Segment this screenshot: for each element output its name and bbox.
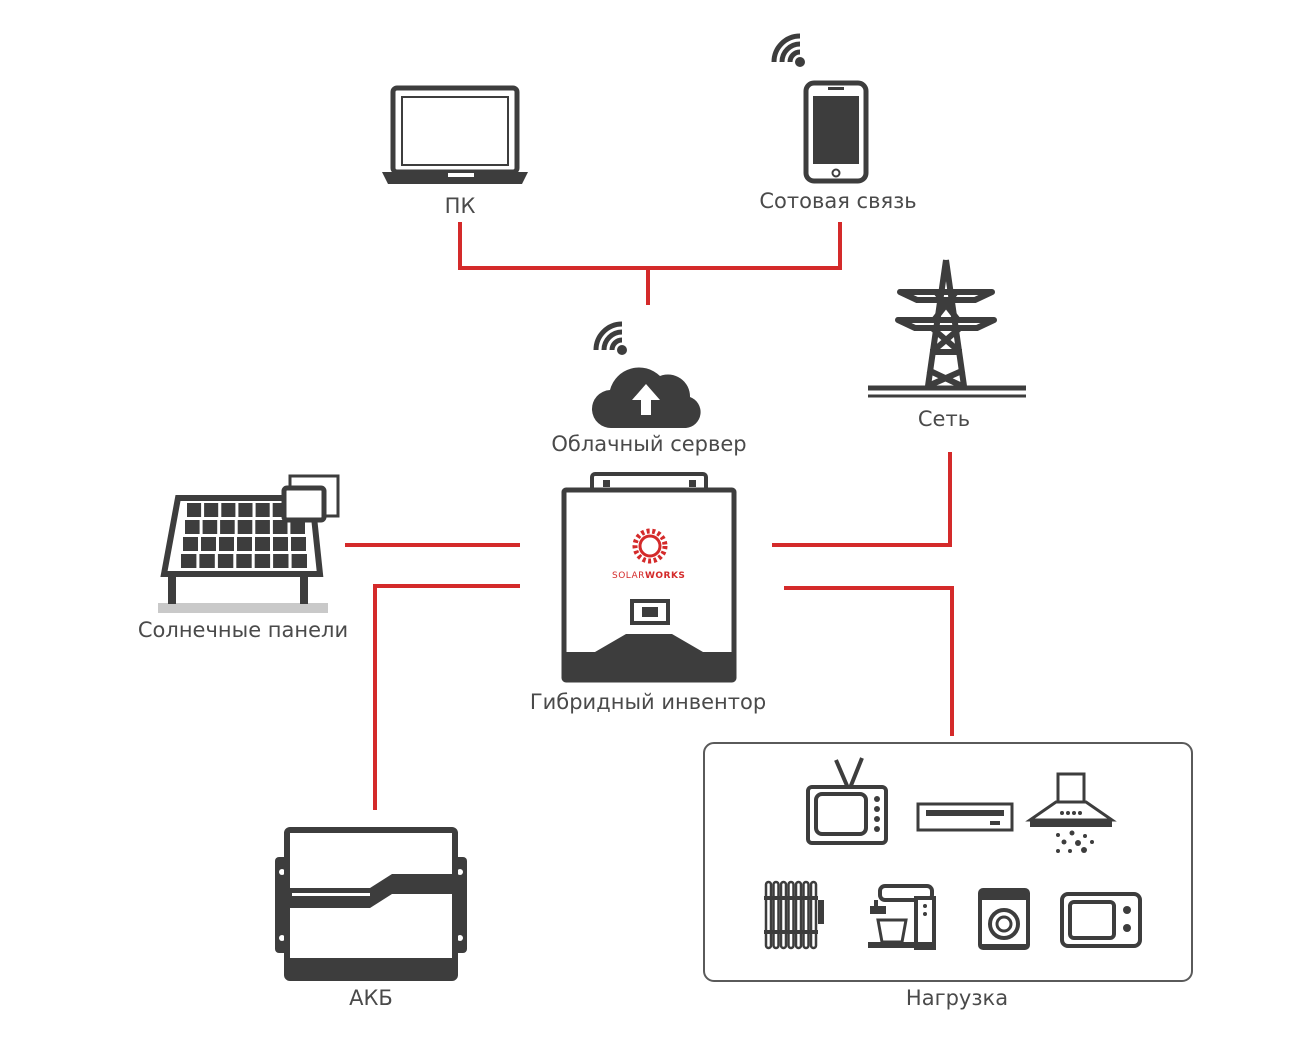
solar-cell	[272, 520, 288, 534]
grid-link	[772, 452, 952, 547]
microwave-icon	[1060, 892, 1142, 948]
load-link	[784, 586, 954, 736]
oil-heater-icon	[764, 880, 824, 950]
solar-cell	[199, 554, 215, 568]
solar-cell	[255, 503, 270, 517]
heater-fin	[802, 880, 810, 950]
solar-cell	[221, 503, 236, 517]
logo-text-solar: SOLAR	[612, 571, 645, 581]
solar-cell	[217, 554, 234, 568]
solar-cell	[181, 554, 197, 568]
load-label: Нагрузка	[905, 986, 1009, 1010]
solar-cell	[202, 520, 218, 534]
heater-fin	[764, 880, 773, 950]
battery-link	[373, 584, 520, 810]
solar-cell	[201, 537, 216, 551]
svg-text:SOLARWORKS: SOLARWORKS	[612, 571, 685, 581]
connector-lines	[345, 222, 954, 810]
heater-fins	[764, 880, 818, 950]
heater-fin	[787, 880, 795, 950]
pc-mobile-link	[458, 222, 842, 270]
inverter-label: Гибридный инвентор	[529, 690, 767, 714]
solar-cell	[183, 537, 198, 551]
solar-cell	[185, 520, 200, 534]
wifi-icon	[771, 33, 805, 67]
dvd-player-icon	[916, 802, 1014, 832]
power-tower-icon	[868, 259, 1026, 398]
solar-cell	[236, 554, 252, 568]
solar-cell	[219, 537, 234, 551]
battery-label: АКБ	[349, 986, 393, 1010]
laptop-icon	[382, 85, 528, 184]
solar-cell	[204, 503, 219, 517]
load-box	[703, 742, 1193, 982]
pc-label: ПК	[444, 194, 476, 218]
washing-machine-icon	[978, 888, 1030, 950]
inverter-icon: SOLARWORKS	[561, 472, 737, 683]
grid-label: Сеть	[917, 407, 971, 431]
battery-icon	[275, 827, 467, 981]
solar-cell	[220, 520, 235, 534]
solar-panel-icon	[158, 474, 340, 613]
solar-cell	[255, 537, 270, 551]
cloud-upload-icon	[591, 367, 701, 429]
solar-cell	[187, 503, 202, 517]
heater-fin	[779, 880, 788, 950]
solar-label: Солнечные панели	[137, 618, 349, 642]
solar-cell	[290, 520, 305, 534]
solar-cell	[291, 537, 306, 551]
heater-fin	[772, 880, 780, 950]
solar-cell	[238, 503, 253, 517]
solar-cell	[255, 520, 270, 534]
mobile-label: Сотовая связь	[759, 189, 917, 213]
solar-cell	[291, 554, 307, 568]
coffee-machine-icon	[868, 884, 936, 950]
logo-text-works: WORKS	[645, 571, 685, 581]
solar-cell	[273, 537, 288, 551]
solar-cell	[273, 554, 289, 568]
range-hood-icon	[1025, 772, 1117, 853]
solar-cell	[254, 554, 271, 568]
heater-fin	[809, 880, 818, 950]
smartphone-icon	[803, 80, 869, 184]
solar-cell	[237, 537, 252, 551]
solarworks-logo: SOLARWORKS	[612, 528, 685, 581]
cloud-label: Облачный сервер	[551, 432, 747, 456]
wifi-icon	[593, 321, 627, 355]
tv-icon	[806, 757, 888, 845]
solar-cell	[237, 520, 253, 534]
heater-fin	[794, 880, 803, 950]
